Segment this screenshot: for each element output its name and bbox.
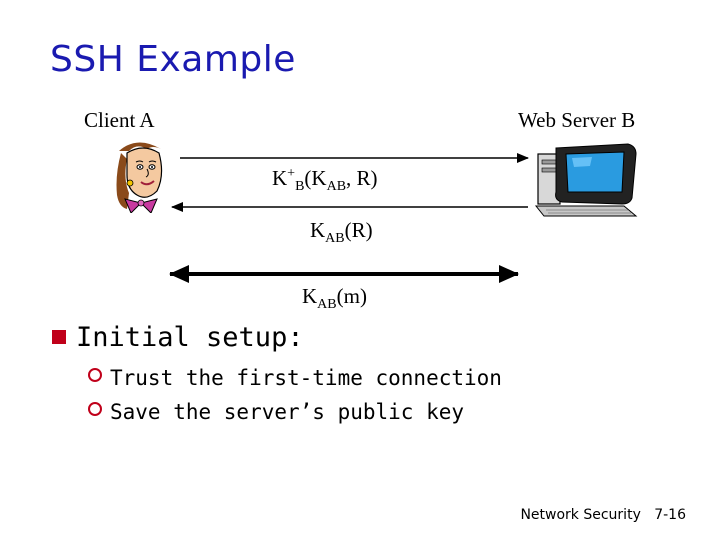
sub-bullet-text: Save the server’s public key (110, 400, 465, 424)
footer-course: Network Security (520, 507, 641, 523)
server-label: Web Server B (518, 108, 636, 132)
message-1: K+B(KAB, R) (272, 166, 378, 195)
woman-face-icon (116, 142, 163, 213)
circle-bullet-icon (88, 368, 102, 382)
message-2: KAB(R) (310, 218, 373, 247)
bullet-text: Initial setup: (76, 322, 304, 353)
square-bullet-icon (52, 330, 66, 344)
slide-title: SSH Example (50, 39, 296, 80)
computer-monitor-icon (534, 143, 638, 217)
message-3: KAB(m) (302, 284, 367, 313)
sub-bullet-1: Trust the first-time connection (88, 366, 502, 390)
sub-bullet-text: Trust the first-time connection (110, 366, 502, 390)
sub-bullet-2: Save the server’s public key (88, 400, 464, 424)
circle-bullet-icon (88, 402, 102, 416)
slide-footer: Network Security 7-16 (520, 507, 686, 523)
bullet-initial-setup: Initial setup: (52, 322, 304, 353)
client-label: Client A (84, 108, 155, 132)
footer-page-number: 7-16 (654, 507, 686, 523)
